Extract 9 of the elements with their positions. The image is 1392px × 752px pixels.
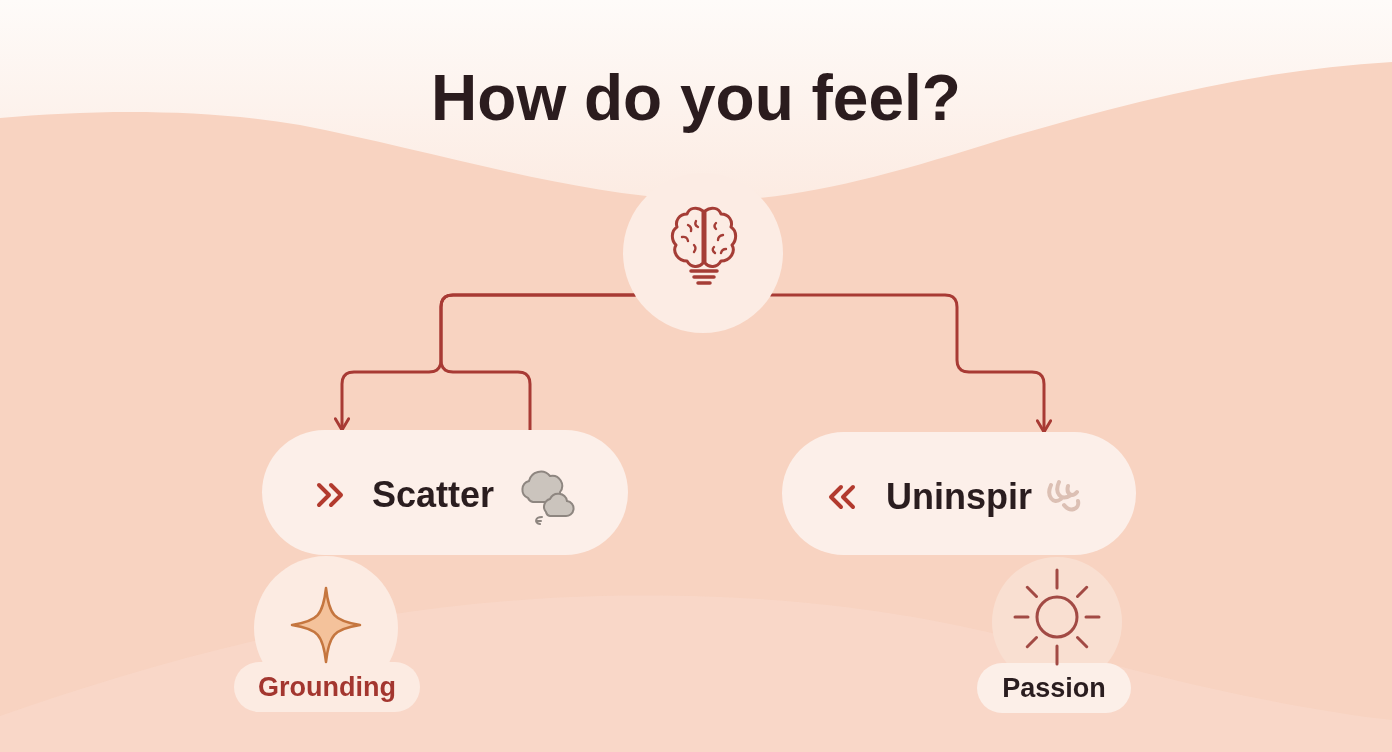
icon-badge	[234, 556, 420, 712]
node-label: Grounding	[258, 670, 396, 704]
connector-line	[439, 293, 637, 432]
node-label: Uninspir	[886, 475, 1032, 519]
page-title: How do you feel?	[431, 62, 961, 136]
node-label: Scatter	[372, 473, 495, 517]
icon-badge	[977, 557, 1131, 713]
arrow	[769, 293, 1053, 434]
node-label: Passion	[1002, 671, 1106, 705]
